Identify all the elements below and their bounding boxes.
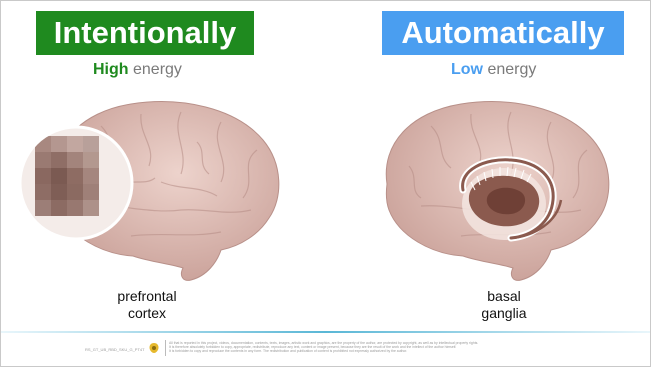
label-basal-line2: ganglia [481, 305, 527, 321]
footer-copyright-text: All that is reported in this project, vi… [169, 341, 549, 354]
title-automatically: Automatically [382, 11, 624, 55]
label-prefrontal-cortex: prefrontal cortex [87, 288, 207, 322]
brain-prefrontal-illustration [21, 101, 280, 281]
footer-text-line1: All that is reported in this project, vi… [169, 341, 479, 345]
pfc-highlight-region [21, 127, 132, 239]
title-intentionally: Intentionally [36, 11, 254, 55]
label-prefrontal-line2: cortex [127, 305, 167, 321]
subtitle-high-energy: High energy [93, 61, 182, 79]
footer-text-line3: It is forbidden to copy and reproduce th… [169, 349, 408, 354]
subtitle-rest-right: energy [483, 61, 537, 78]
subtitle-keyword-high: High [93, 61, 129, 78]
subtitle-rest-left: energy [128, 61, 182, 78]
brain-basal-ganglia-illustration [385, 101, 610, 281]
footer-code: RS_GT_UB_RBD_SKU_G_PT4T [85, 347, 145, 352]
label-basal-ganglia: basal ganglia [444, 288, 564, 322]
brand-logo-icon [149, 343, 159, 353]
footer-text-line2: It is therefore absolutely forbidden to … [169, 345, 457, 350]
footer-separator [165, 340, 166, 356]
subtitle-low-energy: Low energy [451, 61, 536, 79]
label-basal-line1: basal [487, 288, 521, 304]
subtitle-keyword-low: Low [451, 61, 483, 78]
label-prefrontal-line1: prefrontal [117, 288, 177, 304]
basal-ganglia-highlight [459, 156, 563, 242]
footer-divider [1, 331, 650, 333]
